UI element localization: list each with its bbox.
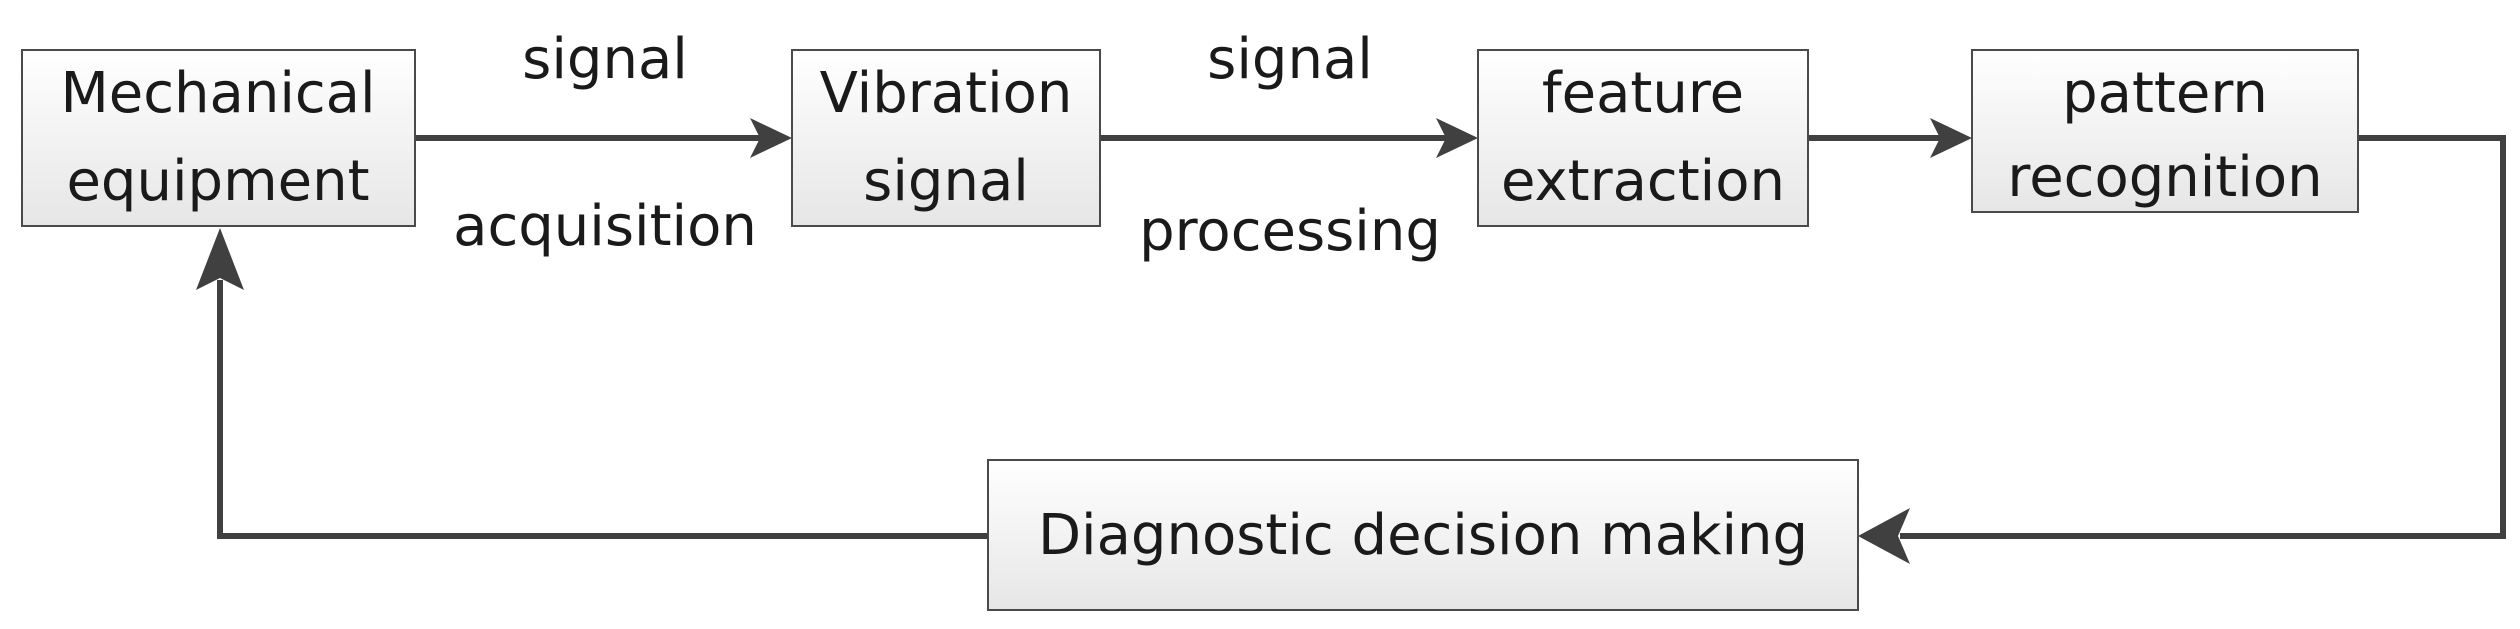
node-vibration-signal: Vibration signal [791, 49, 1101, 227]
mechanical-equipment-line1: Mechanical [60, 61, 375, 126]
edge-acquisition-bottom-label: acquisition [453, 194, 757, 259]
vibration-signal-line2: signal [863, 149, 1029, 214]
pattern-recognition-line2: recognition [2007, 145, 2322, 210]
arrowhead-vibration [750, 118, 792, 158]
arrowhead-pattern [1930, 118, 1972, 158]
arrow-diagnostic-to-equipment [217, 280, 988, 539]
node-feature-extraction: feature extraction [1477, 49, 1809, 227]
node-mechanical-equipment: Mechanical equipment [21, 49, 416, 227]
edge-processing-bottom-label: processing [1139, 199, 1441, 264]
mechanical-equipment-line2: equipment [66, 149, 369, 214]
node-pattern-recognition: pattern recognition [1971, 49, 2359, 213]
feature-extraction-line1: feature [1542, 61, 1744, 126]
vibration-signal-line1: Vibration [820, 61, 1073, 126]
edge-acquisition-top-label: signal [522, 27, 688, 92]
feature-extraction-line2: extraction [1501, 149, 1785, 214]
pattern-recognition-line1: pattern [2062, 61, 2268, 126]
diagnostic-decision-label: Diagnostic decision making [1038, 503, 1808, 568]
arrowhead-diagnostic [1858, 508, 1910, 564]
arrow-pattern-to-diagnostic [1900, 135, 2506, 539]
edge-processing-top-label: signal [1207, 27, 1373, 92]
node-diagnostic-decision: Diagnostic decision making [987, 459, 1859, 611]
arrowhead-equipment [196, 228, 244, 290]
arrowhead-feature [1436, 118, 1478, 158]
